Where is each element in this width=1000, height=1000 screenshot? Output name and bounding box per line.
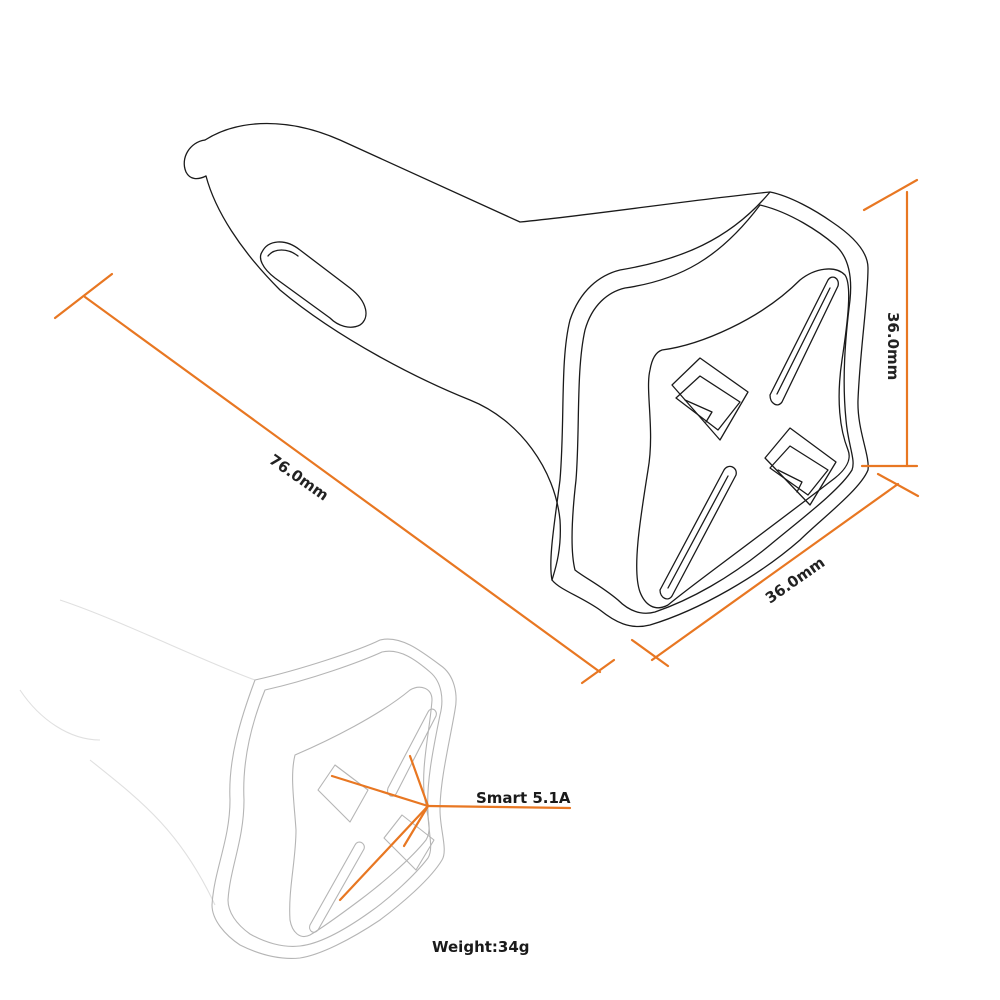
width-dimension-tick-end [876,472,920,498]
faded-face-panel [289,686,433,938]
callout-leader-port-top [408,754,430,808]
weight-label: Weight:34g [432,938,530,956]
usb-port-right-inner [769,445,829,496]
width-dimension-label: 36.0mm [762,553,828,607]
width-dimension-tick-start [630,638,670,668]
usb-port-bottom-left [659,465,737,600]
height-dimension-tick-top [862,178,919,212]
side-contact-slot-inner [267,249,299,257]
dimension-lines [53,178,920,902]
callout-leader-main [426,804,572,810]
faded-body [19,599,256,906]
usb-port-top-right [769,276,839,406]
length-dimension-tick-start [53,272,114,320]
car-charger-faded-view [19,599,457,959]
faded-port-right [383,814,435,871]
usb-port-left-inner [675,375,741,431]
car-charger-main-view [183,122,869,628]
height-dimension-label: 36.0mm [884,312,902,380]
head-flange-outer [550,191,869,628]
length-dimension-line [83,295,602,674]
faded-flange-outer [211,638,457,959]
length-dimension-tick-end [580,658,616,685]
callout-label: Smart 5.1A [476,789,571,807]
faded-flange-ring [227,650,443,947]
callout-leader-port-right [402,804,430,848]
callout-leader-port-bottom [338,804,430,902]
usb-port-bottom-left-inner [667,475,729,589]
callout-leader-port-left [330,774,430,808]
faded-port-bottom [309,841,365,933]
usb-port-right [764,427,837,506]
faded-port-left [317,764,369,823]
usb-face-panel [636,268,850,609]
usb-port-left [671,357,749,441]
head-flange-ring [571,204,854,614]
width-dimension-line [650,482,900,662]
side-contact-slot [259,241,367,328]
charger-tip [183,139,207,180]
charger-body [204,122,771,581]
length-dimension-label: 76.0mm [266,451,332,505]
usb-port-top-right-inner [776,287,831,395]
